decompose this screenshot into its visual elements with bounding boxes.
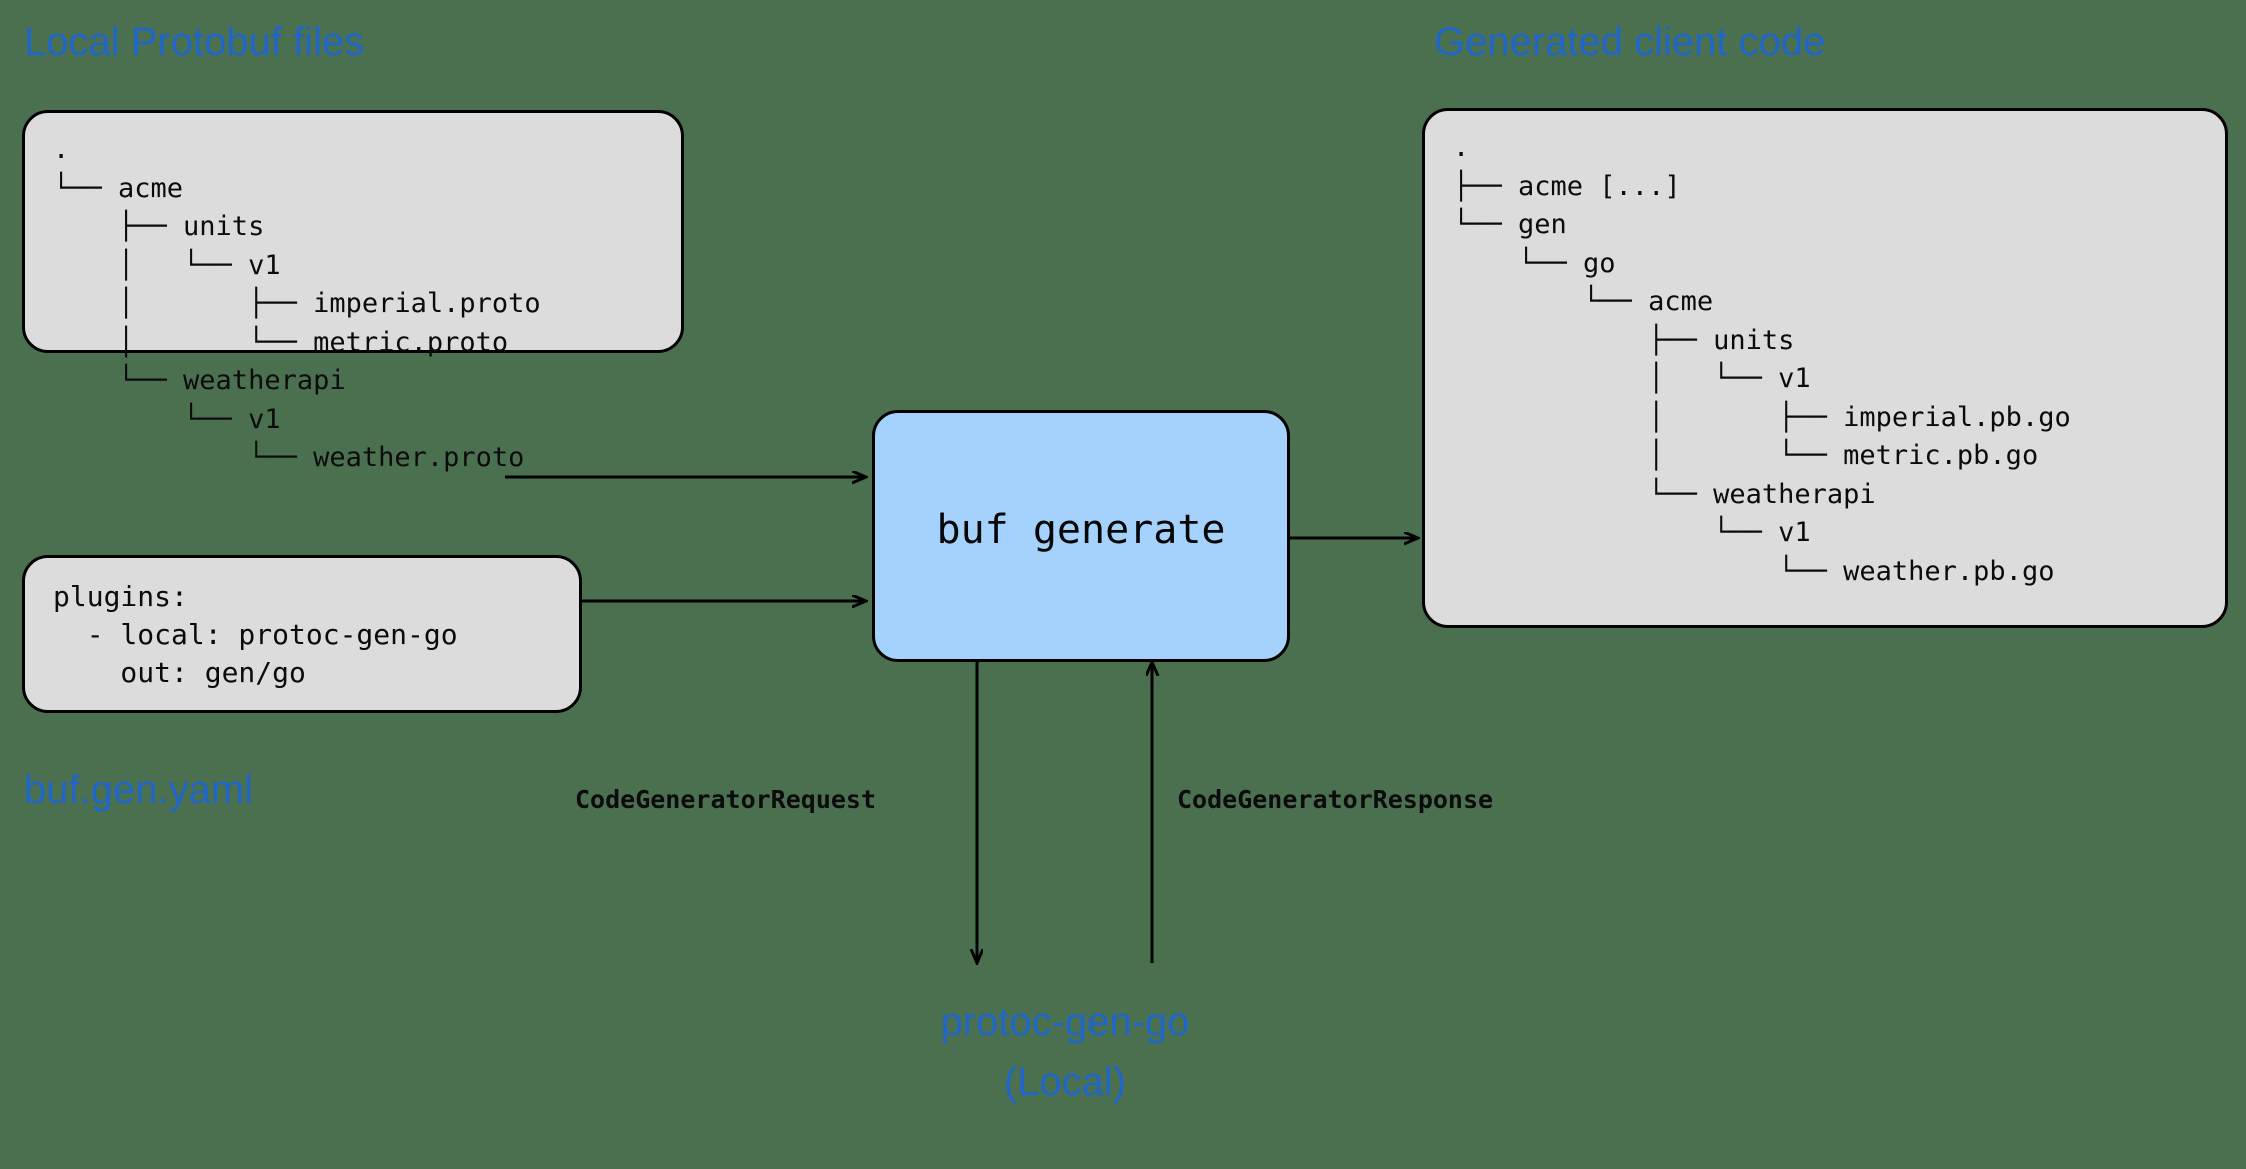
generated-client-tree: . ├── acme [...] └── gen └── go └── acme… <box>1453 132 2071 587</box>
plugin-qualifier-label: (Local) <box>1003 1060 1127 1104</box>
caption-generated-client: Generated client code <box>1434 20 1826 64</box>
plugin-name-label: protoc-gen-go <box>940 1000 1190 1044</box>
edge-label-code-generator-response: CodeGeneratorResponse <box>1177 785 1494 814</box>
node-buf-generate[interactable]: buf generate <box>872 410 1290 662</box>
buf-gen-yaml-content: plugins: - local: protoc-gen-go out: gen… <box>53 580 458 689</box>
panel-local-protobuf: . └── acme ├── units │ └── v1 │ ├── impe… <box>22 110 684 473</box>
panel-generated-client: . ├── acme [...] └── gen └── go └── acme… <box>1422 108 2228 628</box>
caption-buf-gen-yaml: buf.gen.yaml <box>24 768 254 812</box>
caption-local-protobuf: Local Protobuf files <box>24 20 365 64</box>
local-protobuf-tree: . └── acme ├── units │ └── v1 │ ├── impe… <box>53 134 541 473</box>
edge-label-code-generator-request: CodeGeneratorRequest <box>575 785 877 814</box>
panel-buf-gen-yaml: plugins: - local: protoc-gen-go out: gen… <box>22 555 582 713</box>
node-buf-generate-label: buf generate <box>936 507 1226 553</box>
